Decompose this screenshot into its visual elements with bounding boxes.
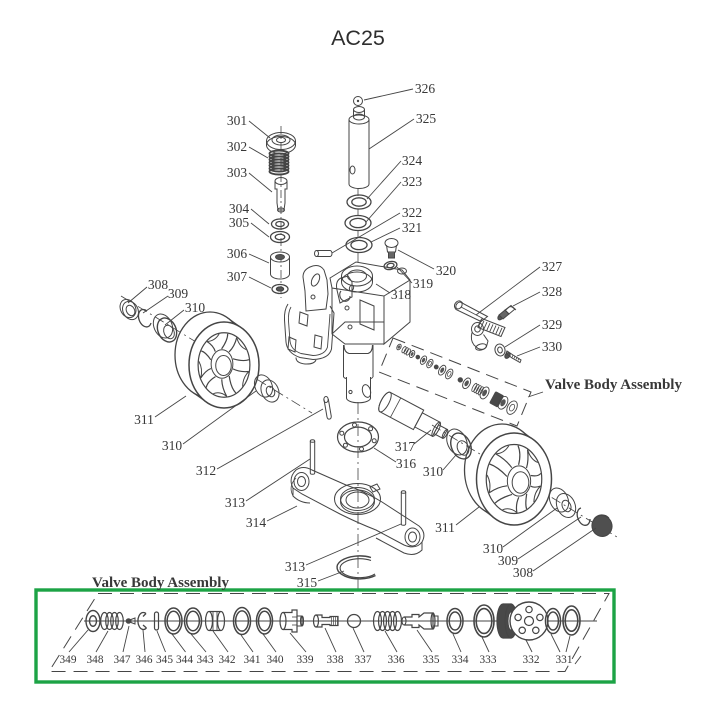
svg-text:310: 310 <box>162 438 183 453</box>
svg-text:343: 343 <box>197 654 214 666</box>
svg-text:340: 340 <box>267 654 284 666</box>
svg-text:317: 317 <box>395 439 416 454</box>
svg-text:304: 304 <box>229 201 250 216</box>
svg-text:326: 326 <box>415 81 436 96</box>
svg-text:323: 323 <box>402 174 423 189</box>
svg-text:319: 319 <box>413 276 434 291</box>
svg-text:335: 335 <box>423 654 440 666</box>
svg-text:336: 336 <box>388 654 405 666</box>
svg-text:345: 345 <box>156 654 173 666</box>
svg-text:330: 330 <box>542 339 563 354</box>
svg-text:AC25: AC25 <box>331 26 385 50</box>
svg-text:339: 339 <box>297 654 314 666</box>
svg-text:338: 338 <box>327 654 344 666</box>
svg-text:Valve Body Assembly: Valve Body Assembly <box>92 575 229 591</box>
svg-text:342: 342 <box>219 654 236 666</box>
svg-text:313: 313 <box>285 559 306 574</box>
svg-text:327: 327 <box>542 259 563 274</box>
svg-text:334: 334 <box>452 654 469 666</box>
svg-text:347: 347 <box>114 654 131 666</box>
svg-text:344: 344 <box>176 654 193 666</box>
svg-text:322: 322 <box>402 205 422 220</box>
svg-text:309: 309 <box>168 286 189 301</box>
svg-text:332: 332 <box>523 654 540 666</box>
svg-text:324: 324 <box>402 153 423 168</box>
svg-text:307: 307 <box>227 269 248 284</box>
svg-text:331: 331 <box>556 654 573 666</box>
svg-text:318: 318 <box>391 287 412 302</box>
svg-text:Valve Body Assembly: Valve Body Assembly <box>545 377 682 393</box>
svg-text:333: 333 <box>480 654 497 666</box>
svg-text:320: 320 <box>436 263 457 278</box>
svg-text:313: 313 <box>225 495 246 510</box>
svg-text:341: 341 <box>244 654 261 666</box>
svg-text:311: 311 <box>134 412 154 427</box>
svg-text:310: 310 <box>423 464 444 479</box>
svg-text:302: 302 <box>227 139 247 154</box>
svg-text:308: 308 <box>513 565 534 580</box>
svg-text:328: 328 <box>542 284 563 299</box>
svg-text:303: 303 <box>227 165 248 180</box>
svg-text:310: 310 <box>185 300 206 315</box>
svg-text:316: 316 <box>396 456 417 471</box>
svg-text:309: 309 <box>498 553 519 568</box>
svg-text:308: 308 <box>148 277 169 292</box>
svg-text:305: 305 <box>229 215 250 230</box>
svg-text:346: 346 <box>136 654 153 666</box>
svg-text:321: 321 <box>402 220 422 235</box>
svg-text:312: 312 <box>196 463 216 478</box>
svg-text:348: 348 <box>87 654 104 666</box>
svg-text:310: 310 <box>483 541 504 556</box>
svg-text:329: 329 <box>542 317 563 332</box>
svg-text:325: 325 <box>416 111 437 126</box>
svg-text:315: 315 <box>297 575 318 590</box>
svg-text:306: 306 <box>227 246 248 261</box>
svg-text:301: 301 <box>227 113 247 128</box>
svg-text:314: 314 <box>246 515 267 530</box>
svg-text:337: 337 <box>355 654 372 666</box>
svg-text:311: 311 <box>435 520 455 535</box>
svg-text:349: 349 <box>60 654 77 666</box>
